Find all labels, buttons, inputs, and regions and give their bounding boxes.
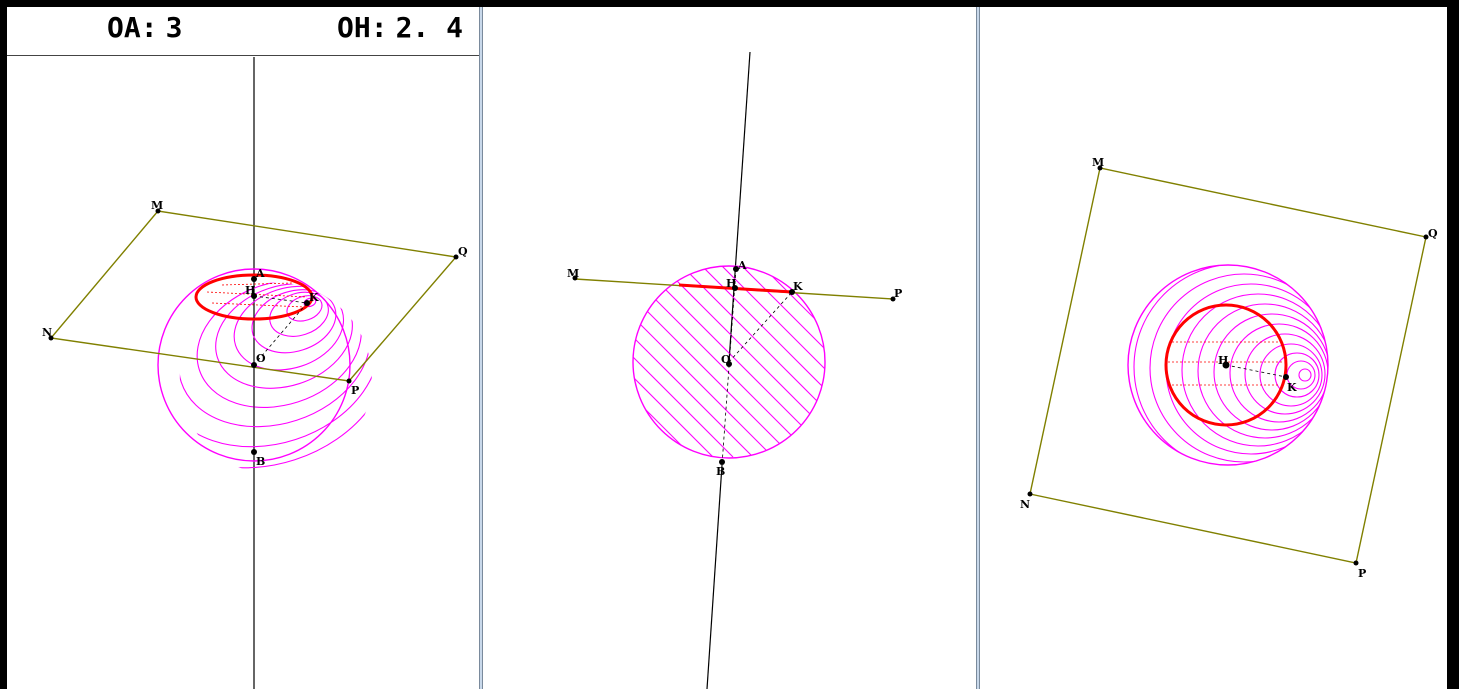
point-k [1283,374,1289,380]
top-canvas[interactable]: H K M N P Q [980,7,1447,689]
label-m: M [567,267,579,280]
point-q [1423,234,1429,240]
point-k [789,289,795,295]
label-m: M [151,199,163,212]
points [572,266,896,465]
axis-line-lower [706,464,723,689]
point-o [726,361,732,367]
point-n [1027,491,1033,497]
label-p: P [894,287,902,300]
point-h [732,285,738,291]
section-circle[interactable] [194,273,314,321]
sphere-hatching [1133,265,1328,465]
point-n [48,335,54,341]
sphere-outline [1127,264,1329,466]
point-p [1353,560,1359,566]
measure-oa: OA:3 [107,11,182,44]
point-m [155,208,161,214]
measure-oh-value: 2. 4 [395,11,464,44]
label-m: M [1092,156,1104,169]
label-b: B [256,455,265,468]
label-a: A [255,267,265,280]
points [48,208,459,455]
point-b [251,449,257,455]
label-n: N [1020,498,1030,511]
label-o: O [721,353,731,366]
point-o [1222,361,1230,369]
measure-oh-label: OH: [337,11,388,44]
measure-oa-label: OA: [107,11,158,44]
section-circle[interactable] [1164,303,1288,427]
point-h [251,293,257,299]
panel-splitter[interactable] [479,7,483,689]
point-o [251,362,257,368]
label-k: K [793,280,803,293]
axis-line [728,51,751,363]
label-h: H [1218,354,1228,367]
label-a: A [737,259,747,272]
measurement-bar: OA:3 OH:2. 4 [7,7,479,56]
point-p [346,378,352,384]
panel-splitter[interactable] [976,7,980,689]
point-k [304,300,310,306]
point-a [251,276,257,282]
point-a [733,266,739,272]
label-b: B [716,465,725,478]
measure-oh: OH:2. 4 [337,11,463,44]
label-o: O [256,352,266,365]
construction-dashes [721,268,793,466]
section-dashes [206,282,308,308]
label-p: P [1358,567,1366,580]
view-panel-perspective[interactable]: OA:3 OH:2. 4 [7,7,479,689]
view-panel-top[interactable]: H K M N P Q [980,7,1447,689]
label-k: K [309,291,319,304]
label-p: P [351,384,359,397]
point-m [572,275,578,281]
point-b [719,459,725,465]
point-p [890,296,896,302]
label-n: N [42,326,52,339]
point-m [1097,165,1103,171]
view-panel-side[interactable]: A H K O B M P [483,7,976,689]
label-h: H [245,284,255,297]
side-canvas[interactable]: A H K O B M P [483,7,976,689]
label-k: K [1287,381,1297,394]
construction-dash [1225,364,1287,378]
sphere-hatching [154,257,397,500]
label-h: H [726,277,736,290]
measure-oa-value: 3 [165,11,183,44]
label-q: Q [458,245,468,258]
sphere-outline [632,265,826,459]
points [1027,165,1429,566]
perspective-canvas[interactable]: A H K O B M N P Q [7,7,479,689]
label-q: Q [1428,227,1438,240]
point-q [453,254,459,260]
